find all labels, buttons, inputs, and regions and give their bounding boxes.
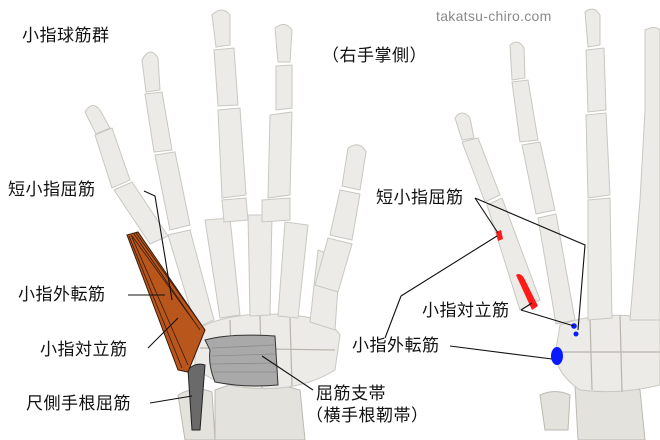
retinaculum-fibers xyxy=(210,344,277,373)
label-flexor-digiti-minimi-brevis-left: 短小指屈筋 xyxy=(8,180,96,200)
diagram-title: 小指球筋群 xyxy=(22,26,110,46)
label-flexor-digiti-minimi-brevis-right: 短小指屈筋 xyxy=(376,188,464,208)
diagram-subtitle: （右手掌側） xyxy=(322,46,427,66)
label-opponens-digiti-minimi-left: 小指対立筋 xyxy=(40,340,128,360)
label-flexor-retinaculum: 屈筋支帯 xyxy=(316,384,386,404)
hypothenar-muscle-fibers xyxy=(126,231,206,373)
label-abductor-digiti-minimi-left: 小指外転筋 xyxy=(18,285,106,305)
label-abductor-digiti-minimi-right: 小指外転筋 xyxy=(352,336,440,356)
label-flexor-carpi-ulnaris: 尺側手根屈筋 xyxy=(26,394,131,414)
right-hand-bones xyxy=(454,8,660,440)
origin-marker-adm xyxy=(551,347,563,365)
insertion-marker-odm xyxy=(516,274,538,310)
flexor-retinaculum-band xyxy=(204,334,279,387)
label-transverse-carpal-ligament: （横手根靭帯） xyxy=(306,406,429,426)
watermark-text: takatsu-chiro.com xyxy=(436,8,552,24)
origin-marker-odm-2 xyxy=(573,331,579,337)
leader-lines xyxy=(128,190,586,404)
label-opponens-digiti-minimi-right: 小指対立筋 xyxy=(422,301,510,321)
